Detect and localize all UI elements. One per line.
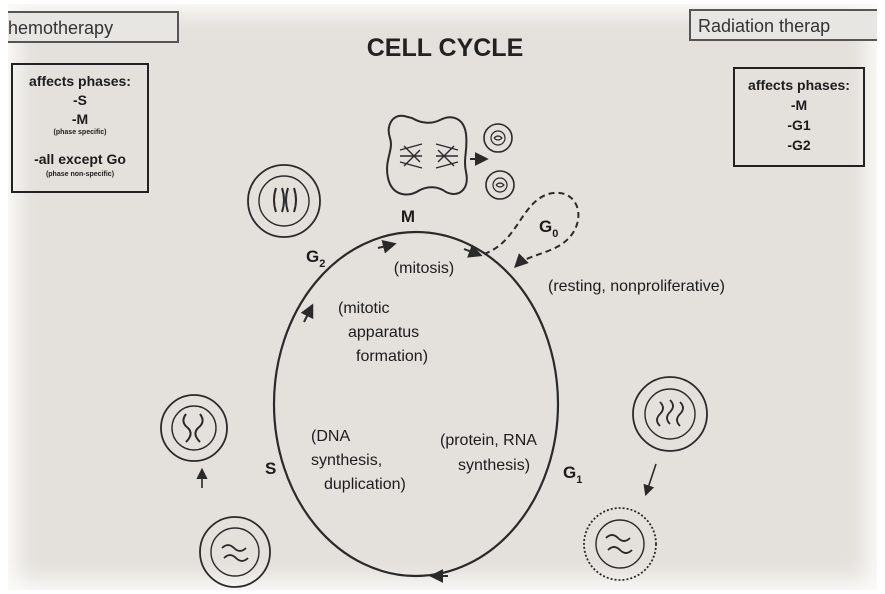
desc-s-line3: duplication) [324, 476, 406, 493]
radiation-header: Radiation therap [690, 10, 877, 40]
phase-label-g0: G0 [539, 217, 558, 240]
svg-text:G0: G0 [539, 217, 558, 240]
radiation-line-g2: -G2 [787, 137, 811, 153]
chemotherapy-header-text: hemotherapy [8, 18, 113, 38]
title: CELL CYCLE [367, 34, 524, 62]
chemo-note-nonspecific: (phase non-specific) [46, 171, 114, 178]
chemotherapy-box: affects phases: -S -M (phase specific) -… [12, 64, 148, 192]
radiation-heading: affects phases: [748, 77, 850, 93]
chemo-line-all: -all except Go [34, 151, 126, 167]
chemo-heading: affects phases: [29, 73, 131, 89]
desc-g1-line2: synthesis) [458, 457, 530, 474]
svg-text:G2: G2 [306, 247, 325, 270]
cycle-ring [274, 232, 558, 576]
dividing-cell-illustration [387, 116, 514, 199]
desc-g2-line2: apparatus [348, 324, 419, 341]
phase-label-g2: G2 [306, 247, 325, 270]
chemo-line-m: -M [72, 111, 88, 127]
radiation-header-text: Radiation therap [698, 16, 830, 36]
cell-cycle-diagram: CELL CYCLE hemotherapy affects phases: -… [8, 4, 877, 590]
desc-g2-line3: formation) [356, 348, 428, 365]
desc-s-line2: synthesis, [311, 452, 382, 469]
g1-cell-illustration [633, 377, 707, 494]
ring-arrow-left [304, 306, 312, 322]
phase-label-s: S [265, 459, 276, 478]
chemotherapy-header: hemotherapy [8, 12, 178, 42]
diagram-page: CELL CYCLE hemotherapy affects phases: -… [8, 4, 877, 590]
chemo-line-s: -S [73, 92, 87, 108]
late-g1-cell-illustration [584, 508, 656, 580]
desc-g0: (resting, nonproliferative) [548, 278, 725, 295]
g0-loop [484, 193, 578, 266]
phase-label-g1: G1 [563, 463, 582, 486]
desc-g1-line1: (protein, RNA [440, 432, 537, 449]
desc-s-line1: (DNA [311, 428, 350, 445]
radiation-line-m: -M [791, 97, 807, 113]
s-cell-illustration [161, 395, 227, 488]
svg-text:G1: G1 [563, 463, 582, 486]
chemo-note-specific: (phase specific) [54, 129, 107, 136]
ring-arrow-top [378, 244, 394, 248]
radiation-line-g1: -G1 [787, 117, 811, 133]
phase-label-m: M [401, 207, 415, 226]
radiation-box: affects phases: -M -G1 -G2 [734, 68, 864, 166]
g2-cell-illustration [248, 165, 320, 237]
desc-g2-line1: (mitotic [338, 300, 390, 317]
desc-mitosis: (mitosis) [394, 260, 454, 277]
early-s-cell-illustration [200, 517, 270, 587]
